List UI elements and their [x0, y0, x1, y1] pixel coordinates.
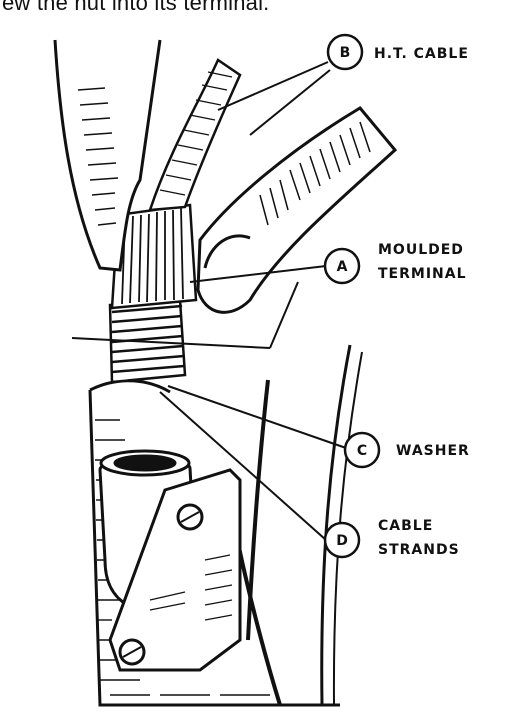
- callout-letter-b: B: [340, 45, 351, 61]
- callout-letter-d: D: [336, 533, 348, 549]
- ht-cable: [150, 60, 240, 210]
- callout-label-d-line1: CABLE: [378, 518, 433, 534]
- reference-line-end: [270, 282, 298, 348]
- callout-label-b: H.T. CABLE: [374, 46, 469, 62]
- socket-housing: [100, 451, 240, 670]
- callout-letter-a: A: [337, 259, 348, 275]
- callout-label-a-line2: TERMINAL: [378, 266, 467, 282]
- callout-b: B H.T. CABLE: [328, 35, 469, 69]
- callout-d: D CABLE STRANDS: [325, 518, 460, 558]
- callout-label-a-line1: MOULDED: [378, 242, 464, 258]
- callout-label-d-line2: STRANDS: [378, 542, 460, 558]
- callout-c: C WASHER: [345, 433, 470, 467]
- callout-label-c: WASHER: [396, 443, 470, 459]
- callout-a: A MOULDED TERMINAL: [325, 242, 467, 283]
- callout-letter-c: C: [357, 443, 367, 459]
